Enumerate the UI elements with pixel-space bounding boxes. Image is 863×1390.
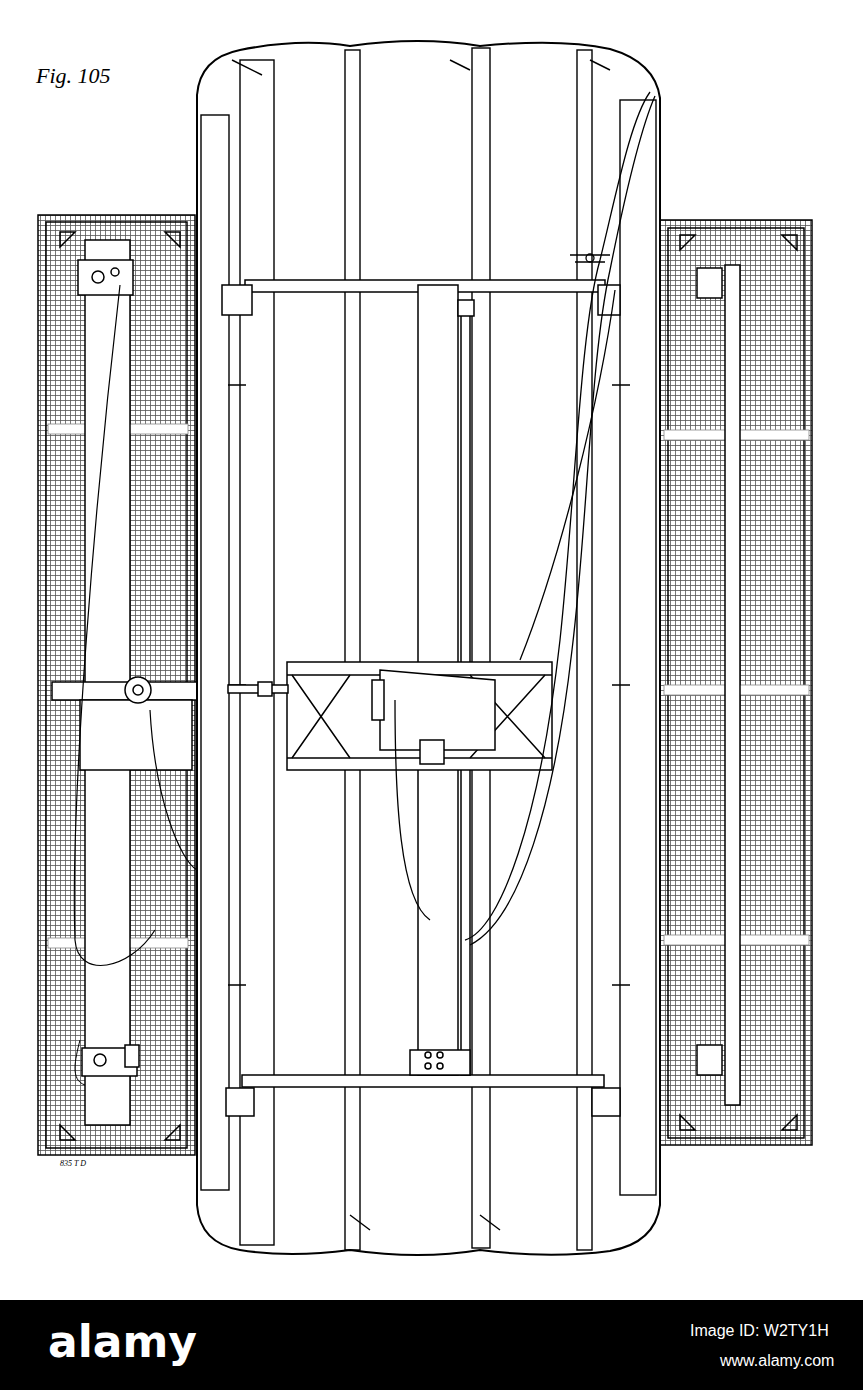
- left-grating-panel-part: [75, 1040, 85, 1085]
- cables-part: [570, 255, 610, 262]
- lifting-frame-part: [425, 1063, 431, 1069]
- lifting-frame-part: [242, 1075, 604, 1087]
- cylinder-shell-part: [345, 50, 360, 1250]
- right-grating-panel: [660, 220, 812, 1145]
- cylinder-shell-part: [620, 100, 656, 1195]
- cables-part: [470, 96, 655, 945]
- lifting-frame: [222, 280, 620, 1116]
- lifting-frame-part: [437, 1052, 443, 1058]
- right-grating-panel-part: [725, 265, 740, 1105]
- cylinder-shell-part: [577, 50, 592, 1250]
- cylinder-shell-part: [472, 48, 490, 1248]
- left-grating-panel-part: [92, 271, 104, 283]
- cylinder-shell-part: [201, 115, 229, 1190]
- cylinder-shell: [197, 41, 660, 1255]
- left-grating-panel-part: [94, 1054, 106, 1066]
- left-grating-panel: [38, 215, 197, 1155]
- lifting-frame-part: [258, 682, 272, 696]
- lifting-frame-part: [420, 740, 444, 764]
- watermark-id: Image ID: W2TY1H: [690, 1322, 829, 1340]
- watermark-logo: alamy: [48, 1318, 197, 1366]
- lifting-frame-part: [226, 1088, 254, 1116]
- cables-part: [586, 254, 594, 262]
- left-grating-panel-part: [111, 268, 119, 276]
- figure-number: Fig. 105: [36, 64, 111, 88]
- left-grating-panel-part: [133, 685, 143, 695]
- cylinder-shell-part: [197, 41, 660, 1255]
- cylinder-shell-part: [240, 60, 274, 1245]
- lifting-frame-part: [437, 1063, 443, 1069]
- right-grating-panel-part: [697, 1045, 722, 1075]
- right-grating-panel-part: [668, 228, 804, 1138]
- lifting-frame-part: [592, 1088, 620, 1116]
- lifting-frame-part: [598, 285, 620, 315]
- right-grating-panel-part: [697, 268, 722, 298]
- lifting-frame-part: [222, 285, 252, 315]
- cables: [395, 92, 655, 945]
- lifting-frame-part: [410, 1050, 470, 1075]
- cylinder-shell-part: [201, 48, 656, 1250]
- left-grating-panel-part: [60, 232, 180, 1140]
- lifting-frame-part: [425, 1052, 431, 1058]
- cables-part: [395, 700, 430, 920]
- left-grating-panel-part: [125, 1045, 139, 1067]
- left-grating-panel-part: [80, 700, 192, 770]
- lifting-frame-part: [380, 670, 495, 750]
- left-grating-panel-part: [125, 677, 151, 703]
- lifting-frame-part: [458, 300, 474, 316]
- cables-part: [520, 290, 615, 660]
- lifting-frame-part: [372, 680, 384, 720]
- cables-part: [465, 92, 650, 940]
- engraver-mark: 835 T D: [60, 1160, 86, 1169]
- watermark-bar: [0, 1300, 863, 1390]
- left-grating-panel-part: [74, 285, 155, 965]
- right-grating-panel-part: [680, 235, 797, 1130]
- cylinder-shell-part: [232, 60, 610, 1230]
- left-grating-panel-part: [78, 260, 133, 295]
- lifting-frame-part: [287, 662, 552, 770]
- left-grating-panel-part: [150, 710, 197, 870]
- right-grating-panel-part: [660, 220, 812, 1145]
- watermark-url: www.alamy.com: [720, 1352, 834, 1370]
